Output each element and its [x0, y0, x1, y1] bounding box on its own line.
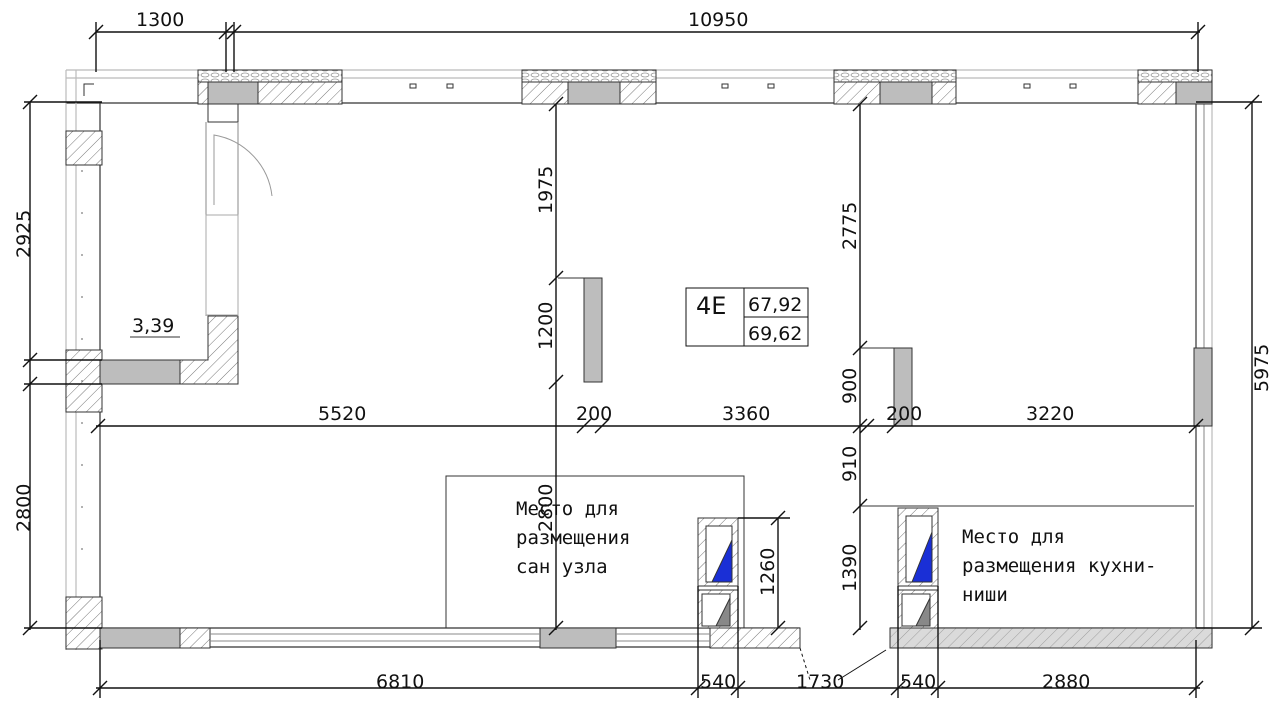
dim-1260: 1260	[757, 548, 779, 596]
dim-1390: 1390	[839, 544, 861, 592]
dim-left-upper: 2925	[13, 210, 35, 258]
dim-200-a: 200	[576, 403, 612, 425]
dim-bottom-540-a: 540	[700, 671, 736, 693]
zone-bath-line1: Место для	[516, 498, 619, 520]
dimension-lines	[22, 22, 1262, 698]
zone-bath-line3: сан узла	[516, 556, 608, 578]
zone-kitchen-line3: ниши	[962, 584, 1008, 606]
dim-900: 900	[839, 368, 861, 404]
dim-top-total: 10950	[688, 9, 748, 31]
top-wall-pieces	[83, 69, 1213, 105]
unit-code: 4E	[696, 292, 726, 320]
zone-kitchen-line2: размещения кухни-	[962, 555, 1156, 577]
partitions	[558, 277, 913, 427]
dim-bottom-1730: 1730	[796, 671, 844, 693]
bottom-wall-pieces	[99, 627, 1213, 649]
area-label-box	[685, 287, 809, 347]
dim-2775: 2775	[839, 202, 861, 250]
dim-2800-center: 2800	[535, 484, 557, 532]
dim-left-lower: 2800	[13, 484, 35, 532]
dim-3220: 3220	[1026, 403, 1074, 425]
dim-bottom-2880: 2880	[1042, 671, 1090, 693]
area-total-2: 69,62	[748, 323, 802, 345]
dim-5520: 5520	[318, 403, 366, 425]
area-total: 67,92	[748, 294, 802, 316]
dim-right-total: 5975	[1251, 344, 1273, 392]
dim-200-b: 200	[886, 403, 922, 425]
shafts	[697, 507, 939, 629]
zone-kitchen-line1: Место для	[962, 526, 1065, 548]
zone-bath-line2: размещения	[516, 527, 630, 549]
dim-bottom-6810: 6810	[376, 671, 424, 693]
dim-910: 910	[839, 446, 861, 482]
dim-bottom-540-b: 540	[900, 671, 936, 693]
dim-3360: 3360	[722, 403, 770, 425]
dim-1200: 1200	[535, 302, 557, 350]
right-wall-piece	[1193, 347, 1213, 427]
dim-top-left: 1300	[136, 9, 184, 31]
dim-1975: 1975	[535, 166, 557, 214]
left-wall-pieces	[65, 130, 103, 650]
small-room-area: 3,39	[132, 315, 174, 337]
small-room	[99, 103, 273, 385]
